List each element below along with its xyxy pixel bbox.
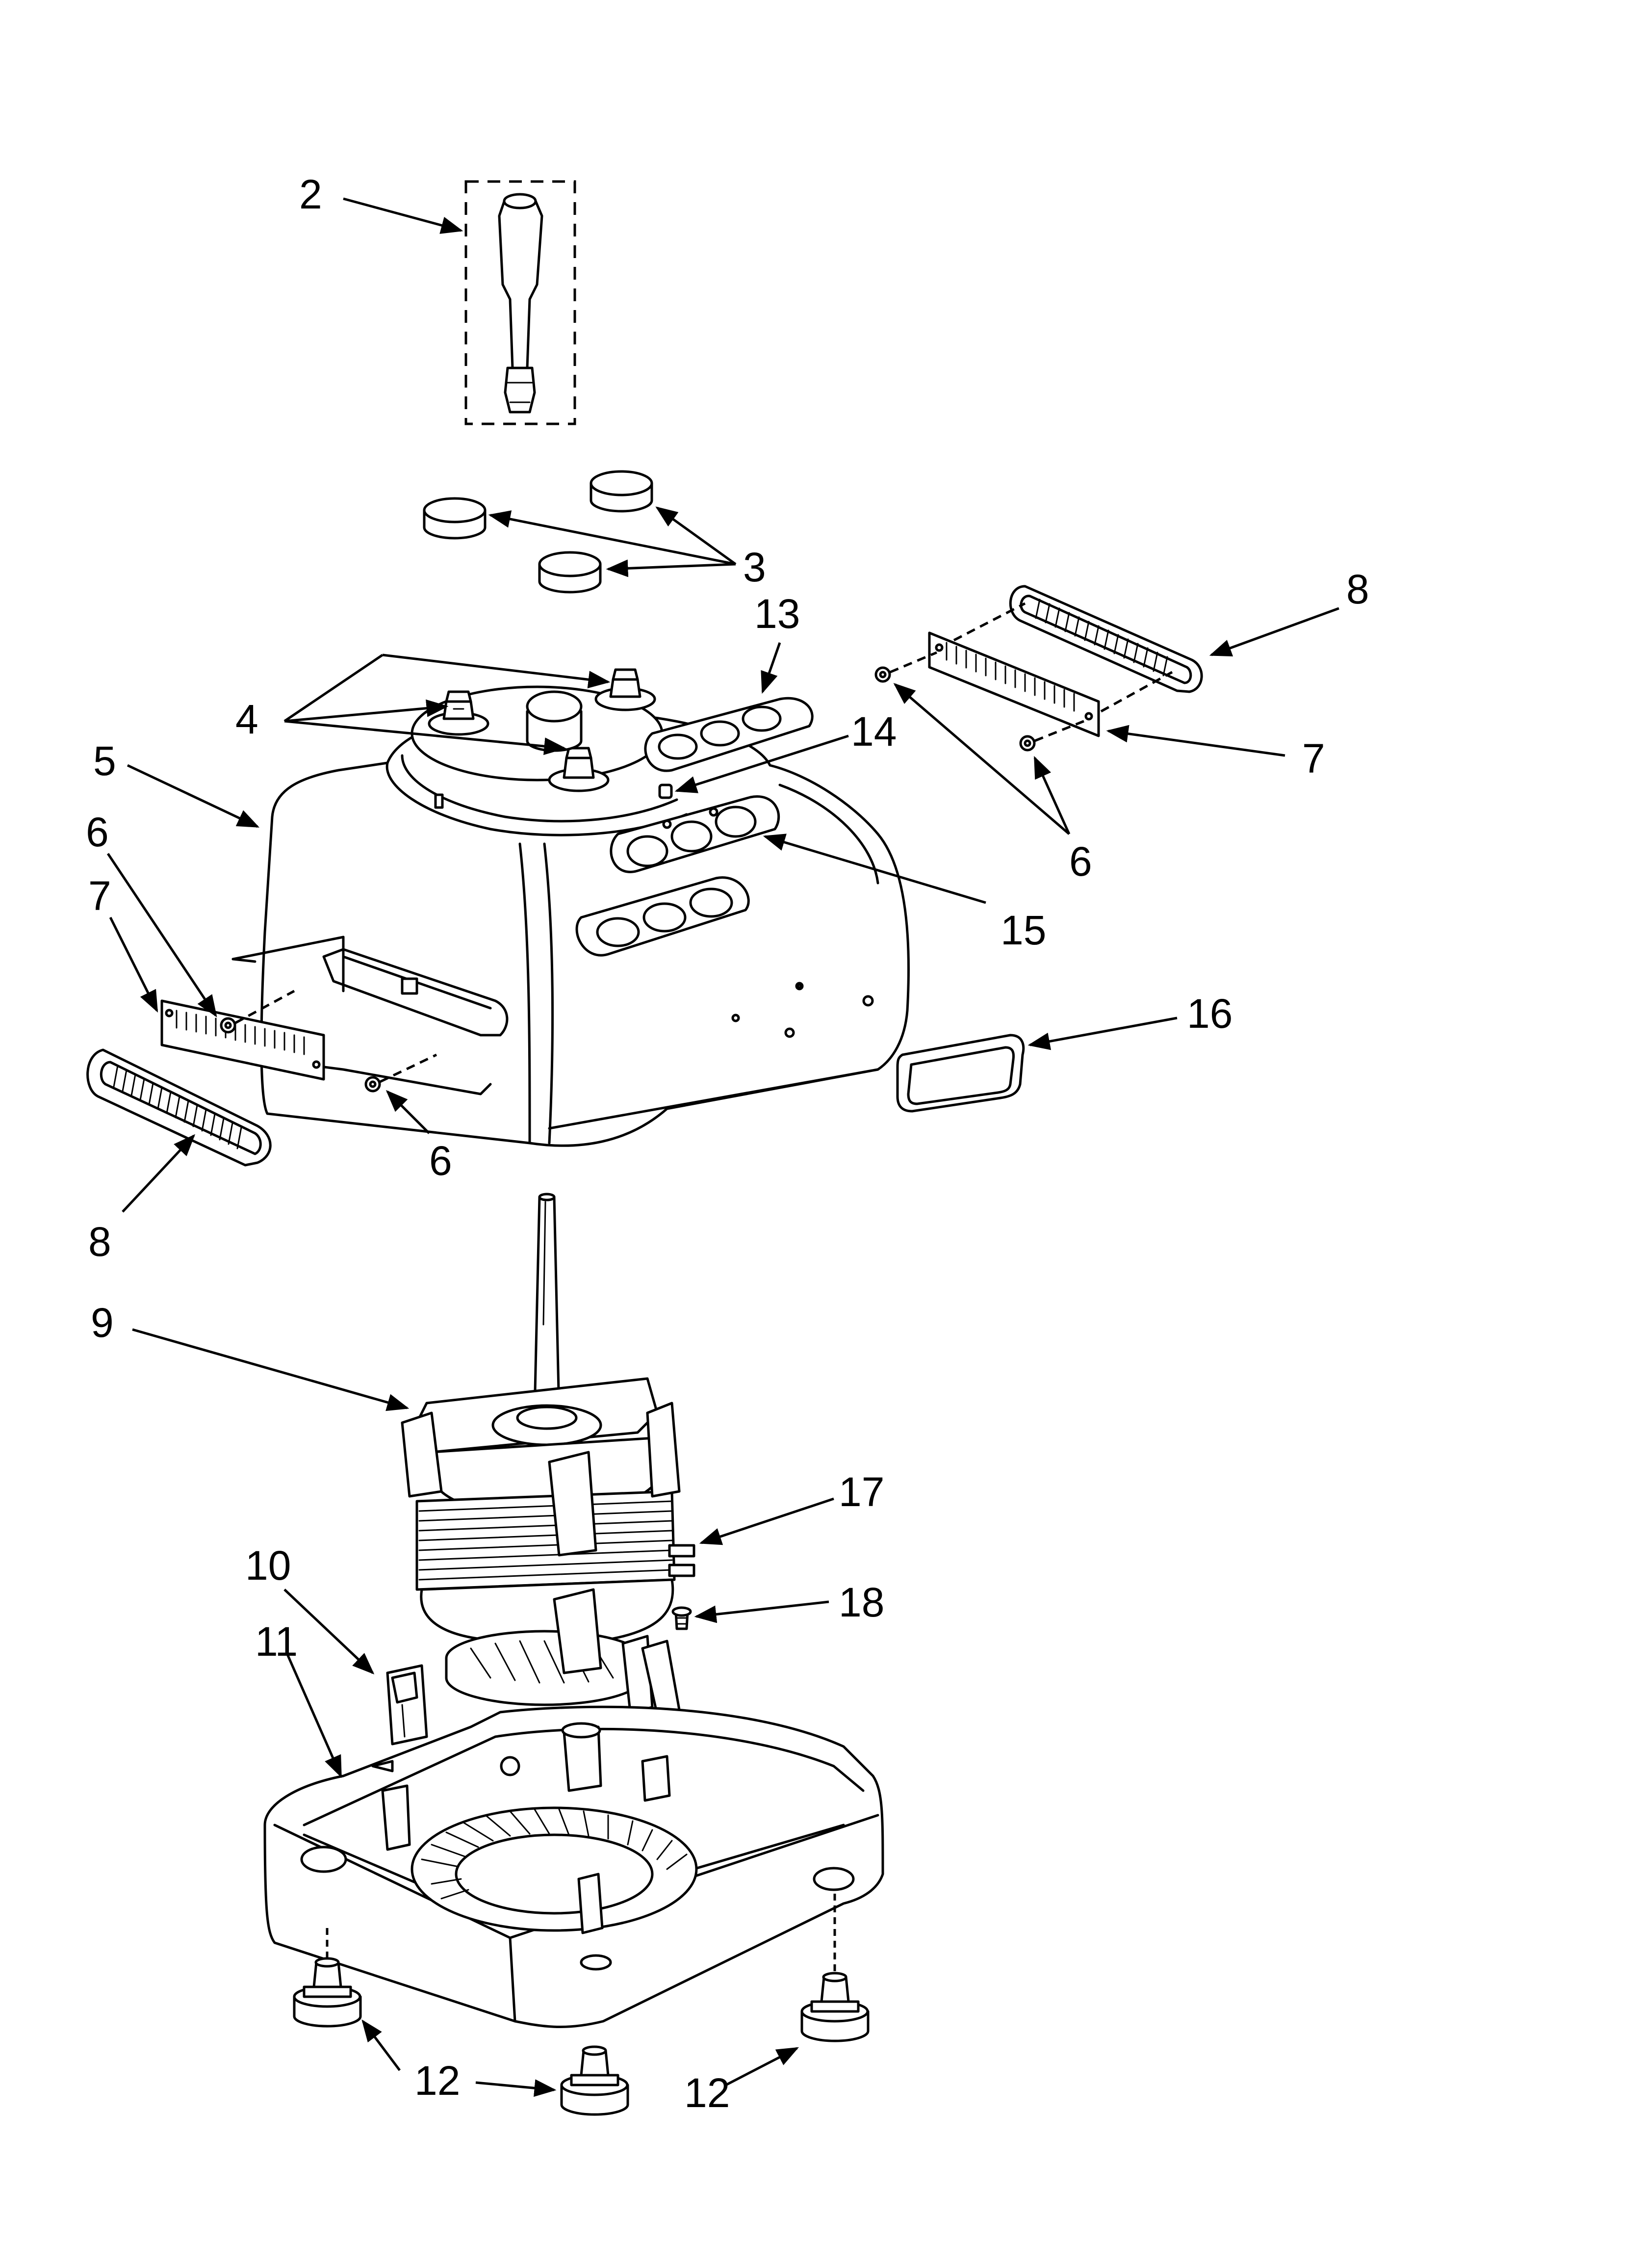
part-11-base <box>263 1705 884 2029</box>
part-16-badge <box>896 1034 1025 1113</box>
part-6-left-washers <box>220 990 437 1093</box>
callout-8-right: 8 <box>1346 566 1369 612</box>
callout-4: 4 <box>235 696 258 742</box>
part-8-right-grille <box>1009 585 1203 693</box>
callout-3: 3 <box>743 544 766 590</box>
part-18-screw <box>671 1606 692 1630</box>
part-3-caps <box>423 470 653 594</box>
part-15-control-plate <box>575 795 780 957</box>
part-9-motor <box>401 1193 695 1716</box>
callout-9: 9 <box>91 1300 114 1346</box>
callout-6-right: 6 <box>1069 838 1092 885</box>
part-2-shaft <box>464 180 576 425</box>
part-13-button-panel <box>644 697 814 772</box>
part-8-left-grille <box>86 1048 272 1167</box>
right-vent-parts <box>874 585 1203 752</box>
callout-11: 11 <box>255 1618 298 1665</box>
part-12-feet <box>293 1894 870 2116</box>
callout-12-left: 12 <box>414 2058 460 2104</box>
callout-13: 13 <box>754 591 800 637</box>
callout-18: 18 <box>839 1579 884 1625</box>
callout-2: 2 <box>299 171 322 217</box>
part-14-small-button <box>658 783 673 799</box>
callout-14: 14 <box>851 708 897 755</box>
leader-lines <box>106 197 1339 2097</box>
callout-6-left: 6 <box>86 809 109 855</box>
part-10-clip <box>386 1664 428 1746</box>
callout-10: 10 <box>245 1542 291 1589</box>
callout-7-right: 7 <box>1302 735 1325 782</box>
part-6-right-washers <box>874 602 1173 752</box>
callout-15: 15 <box>1001 907 1046 953</box>
callout-16: 16 <box>1187 991 1232 1037</box>
callout-8-left: 8 <box>88 1219 111 1265</box>
part-7-left-plate <box>160 999 325 1081</box>
callout-7-left: 7 <box>88 873 111 919</box>
callout-17: 17 <box>839 1469 884 1515</box>
callout-6-lower: 6 <box>429 1138 452 1184</box>
part-7-right-plate <box>928 631 1100 737</box>
callout-labels: 2 3 4 5 6 7 6 8 8 7 6 13 14 15 16 9 17 1… <box>86 171 1369 2116</box>
left-vent-parts <box>86 990 437 1167</box>
callout-5: 5 <box>93 738 116 784</box>
part-4-screws <box>428 668 656 792</box>
callout-12-right: 12 <box>684 2070 730 2116</box>
